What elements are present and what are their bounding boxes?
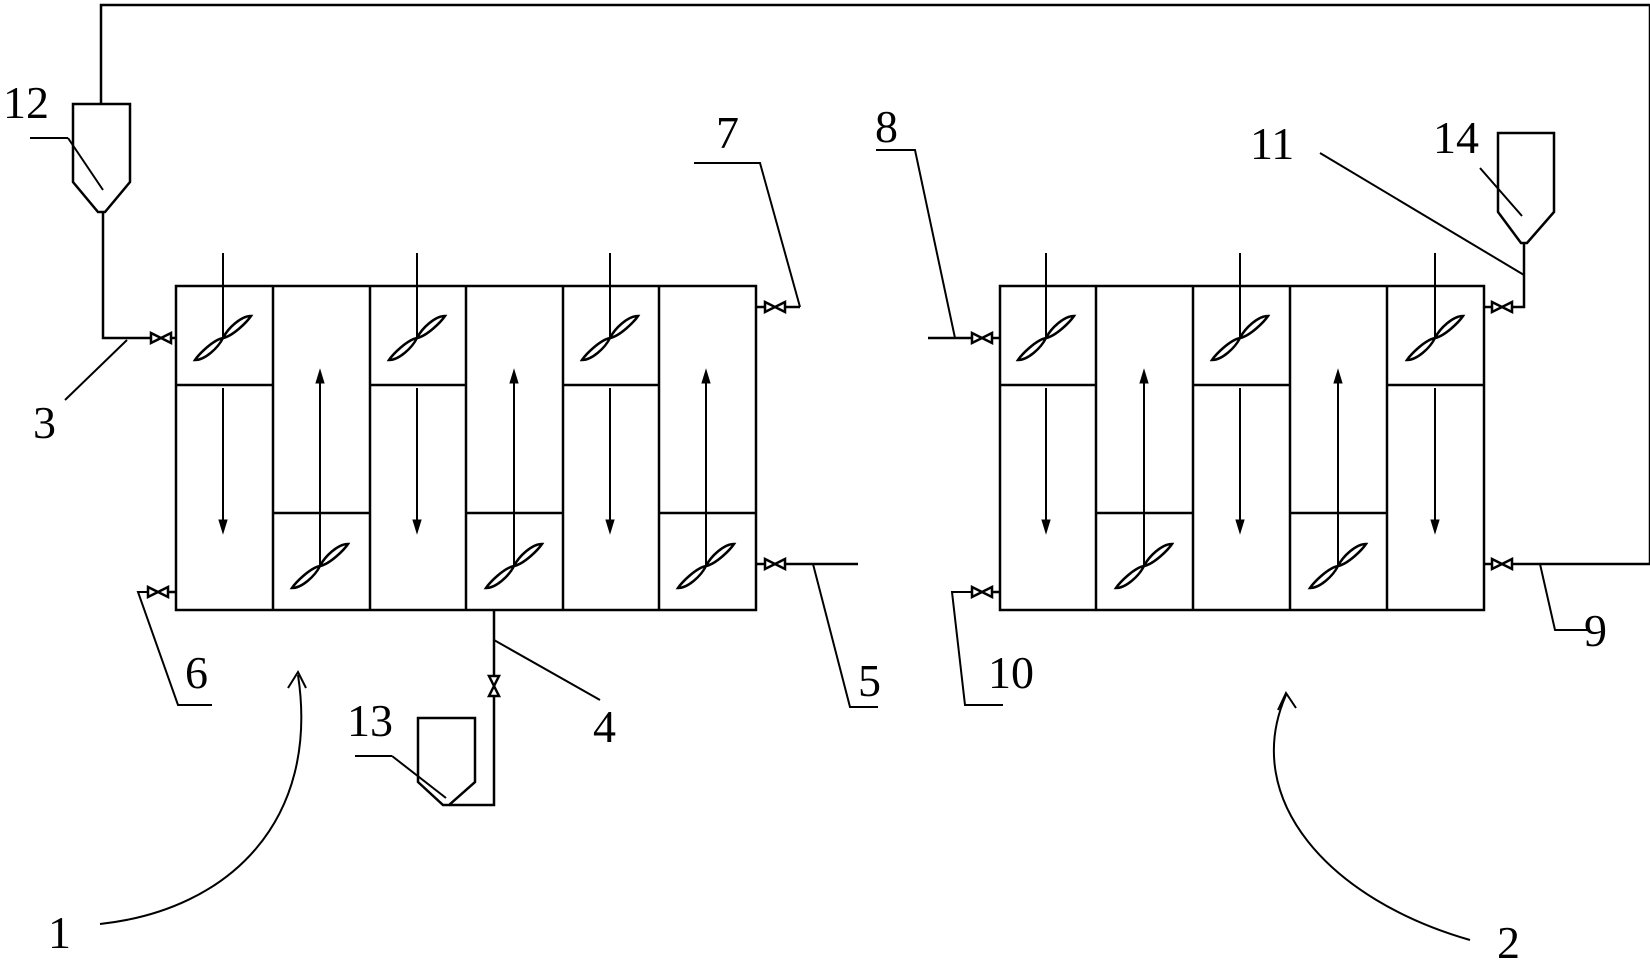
- label-11: 11: [1250, 118, 1295, 169]
- valve-10: [970, 585, 994, 599]
- label-13: 13: [347, 695, 393, 746]
- label-4: 4: [593, 701, 616, 752]
- unit-2-pointer: [1273, 694, 1471, 941]
- arrow-down-icon: [412, 519, 422, 535]
- arrow-down-icon: [1235, 519, 1245, 535]
- valve-8: [970, 331, 994, 345]
- reactor-unit-2: [998, 284, 1486, 612]
- arrow-up-icon: [1333, 368, 1343, 384]
- arrow-up-icon: [1139, 368, 1149, 384]
- label-6: 6: [185, 647, 208, 698]
- valve-11: [1490, 300, 1514, 314]
- arrow-up-icon: [315, 368, 325, 384]
- arrow-down-icon: [218, 519, 228, 535]
- label-2: 2: [1497, 917, 1520, 968]
- valve-7: [763, 300, 787, 314]
- valve-3: [149, 331, 173, 345]
- label-5: 5: [858, 655, 881, 706]
- arrow-down-icon: [1430, 519, 1440, 535]
- reactor-unit-1: [174, 284, 758, 612]
- label-8: 8: [875, 101, 898, 152]
- arrow-down-icon: [605, 519, 615, 535]
- valve-5: [763, 557, 787, 571]
- valve-4: [487, 674, 501, 698]
- label-9: 9: [1584, 605, 1607, 656]
- feed-pipe-3: [101, 212, 150, 340]
- label-7: 7: [716, 107, 739, 158]
- label-3: 3: [33, 397, 56, 448]
- label-12: 12: [3, 77, 49, 128]
- recycle-line: [99, 3, 1650, 566]
- arrow-up-icon: [701, 368, 711, 384]
- label-10: 10: [988, 647, 1034, 698]
- hopper-14: [1496, 131, 1556, 245]
- unit-1-pointer: [99, 674, 303, 925]
- hopper-12: [71, 102, 132, 214]
- valve-9: [1490, 557, 1514, 571]
- label-14: 14: [1433, 112, 1479, 163]
- label-1: 1: [48, 907, 71, 958]
- valve-6: [146, 585, 170, 599]
- arrow-up-icon: [509, 368, 519, 384]
- arrow-down-icon: [1041, 519, 1051, 535]
- hopper-13: [416, 716, 477, 807]
